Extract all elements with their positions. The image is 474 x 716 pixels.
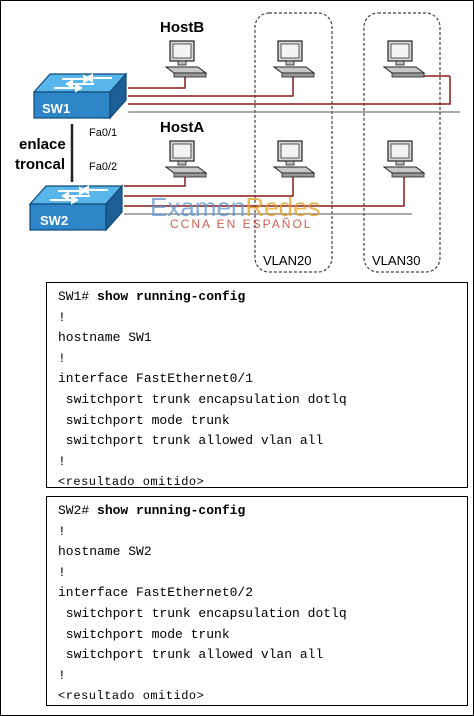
hosta-pc-icon[interactable]: [165, 140, 207, 178]
config-text: switchport trunk allowed vlan all: [58, 647, 324, 663]
config-text: switchport mode trunk: [58, 626, 230, 642]
config-line: <resultado omitido>: [58, 472, 467, 493]
vlan30-box: [363, 12, 441, 273]
trunk-label-line1: enlace: [19, 136, 66, 153]
vlan30-bottom-pc-icon[interactable]: [383, 140, 425, 178]
sw2-config-box: SW2# show running-config! hostname SW2! in…: [46, 496, 468, 706]
config-text: !: [58, 453, 66, 469]
config-text: !: [58, 309, 66, 325]
config-text: !: [58, 523, 66, 539]
config-line: hostname SW2: [58, 542, 467, 563]
sw1-label: SW1: [42, 101, 70, 116]
config-prompt: SW2#: [58, 503, 90, 518]
config-text: <resultado omitido>: [58, 475, 205, 490]
config-line: switchport mode trunk: [58, 625, 467, 646]
config-line: switchport trunk allowed vlan all: [58, 645, 467, 666]
watermark-brand-part1: Examen: [150, 192, 246, 222]
config-command: show running-config: [89, 289, 246, 304]
config-text: switchport trunk encapsulation dotlq: [58, 391, 347, 407]
config-line: switchport trunk allowed vlan all: [58, 431, 467, 452]
sw2-label: SW2: [40, 213, 68, 228]
vlan20-label: VLAN20: [263, 253, 312, 268]
config-text: hostname SW1: [58, 330, 152, 346]
config-line: hostname SW1: [58, 328, 467, 349]
config-line: !: [58, 666, 467, 687]
config-text: <resultado omitido>: [58, 689, 205, 704]
config-line: SW1# show running-config: [58, 287, 467, 308]
config-line: !: [58, 452, 467, 473]
sw1-config-box: SW1# show running-config! hostname SW1! in…: [46, 282, 468, 489]
config-text: interface FastEthernet0/1: [58, 371, 254, 387]
vlan30-label: VLAN30: [372, 253, 421, 268]
config-line: switchport mode trunk: [58, 411, 467, 432]
network-topology: SW1 SW2: [29, 12, 460, 273]
hostb-pc-icon[interactable]: [165, 40, 207, 78]
config-line: !: [58, 349, 467, 370]
config-line: !: [58, 563, 467, 584]
config-text: hostname SW2: [58, 544, 152, 560]
watermark-brand-part2: Redes: [245, 192, 321, 222]
vlan20-top-pc-icon[interactable]: [273, 40, 315, 78]
vlan20-box: [254, 12, 333, 273]
config-line: SW2# show running-config: [58, 501, 467, 522]
config-line: switchport trunk encapsulation dotlq: [58, 604, 467, 625]
config-line: !: [58, 308, 467, 329]
config-text: switchport mode trunk: [58, 412, 230, 428]
config-line: interface FastEthernet0/1: [58, 369, 467, 390]
config-command: show running-config: [89, 503, 246, 518]
config-line: <resultado omitido>: [58, 686, 467, 707]
config-text: switchport trunk allowed vlan all: [58, 433, 324, 449]
config-line: !: [58, 522, 467, 543]
trunk-label-line2: troncal: [15, 156, 66, 173]
hostb-label: HostB: [160, 19, 205, 36]
hosta-label: HostA: [160, 119, 205, 136]
config-text: switchport trunk encapsulation dotlq: [58, 605, 347, 621]
sw1-links: [128, 75, 451, 105]
watermark-brand: ExamenRedes: [150, 192, 321, 223]
sw1-port-label: Fa0/1: [89, 127, 118, 139]
vlan20-bottom-pc-icon[interactable]: [273, 140, 315, 178]
config-text: !: [58, 564, 66, 580]
config-text: interface FastEthernet0/2: [58, 585, 254, 601]
config-text: !: [58, 667, 66, 683]
sw2-links: [124, 176, 405, 207]
watermark-subtitle: CCNA EN ESPAÑOL: [170, 217, 313, 231]
config-line: switchport trunk encapsulation dotlq: [58, 390, 467, 411]
sw2-port-label: Fa0/2: [89, 161, 118, 173]
config-line: interface FastEthernet0/2: [58, 583, 467, 604]
vlan30-top-pc-icon[interactable]: [383, 40, 425, 78]
config-text: !: [58, 350, 66, 366]
config-prompt: SW1#: [58, 289, 90, 304]
